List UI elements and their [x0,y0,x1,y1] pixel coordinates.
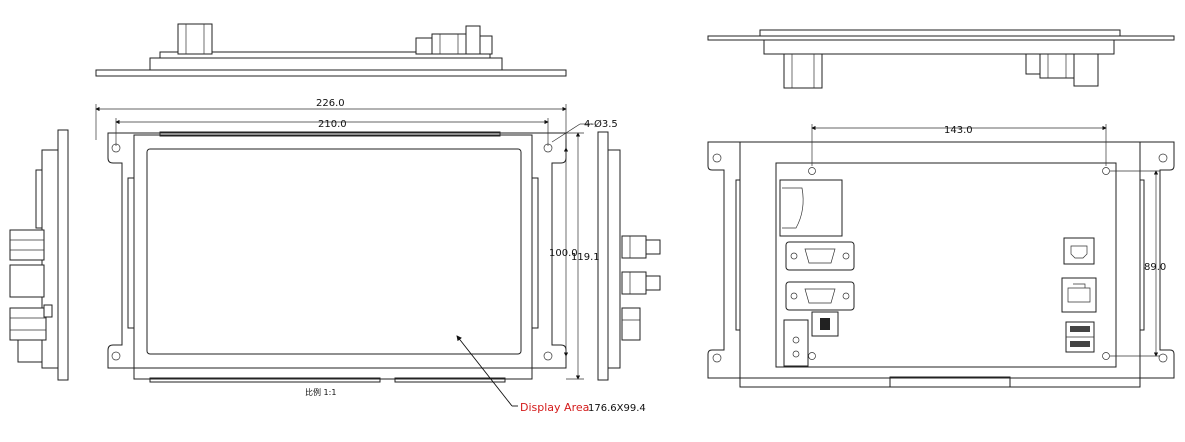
front-top-view [95,23,567,77]
rear-pcb [775,162,1117,368]
serial-port-2 [785,281,855,311]
serial-port-1 [785,241,855,271]
rear-main-view: 143.0 89.0 [707,124,1175,388]
dim-overall-width: 226.0 [316,98,345,109]
rear-top-view [707,29,1175,89]
front-main-view: 226.0 210.0 4-Ø3.5 100.0 119.1 比例 1:1 Di… [95,98,646,414]
dim-rear-hole-spacing: 143.0 [944,125,973,136]
display-area-value: 176.6X99.4 [588,403,646,414]
sd-card-slot [779,179,843,237]
scale-label: 比例 1:1 [305,387,336,397]
dim-height-outer: 119.1 [571,252,600,263]
rj45-port [1061,277,1097,313]
usb-b-port [1063,237,1095,265]
right-side-view [597,131,661,381]
display-area-label: Display Area [520,401,589,414]
dim-height-inner: 100.0 [549,248,578,259]
left-side-view [9,129,69,381]
dim-rear-hole-height: 89.0 [1144,262,1166,273]
display-area [146,148,522,355]
dim-hole-callout: 4-Ø3.5 [584,118,618,130]
dim-hole-spacing: 210.0 [318,119,347,130]
